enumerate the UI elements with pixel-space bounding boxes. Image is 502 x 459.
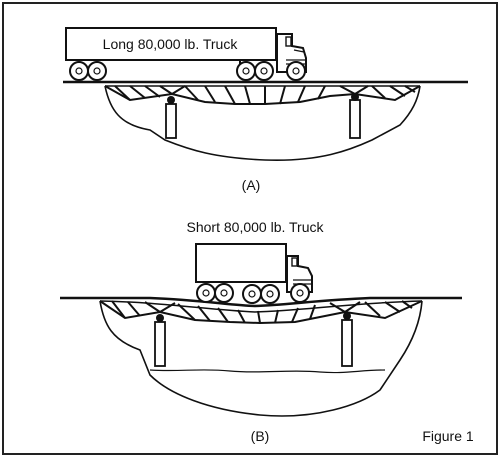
water-line-b [149, 369, 386, 374]
long-truck-a [65, 27, 307, 81]
pier-right-a [349, 99, 361, 139]
pier-right-b [341, 319, 353, 367]
pier-left-b [154, 321, 166, 367]
bridge-truss-b [99, 300, 423, 325]
bridge-truss-a [104, 85, 421, 105]
trailer-a [65, 27, 277, 61]
trailer-b [195, 243, 287, 283]
ravine-a [104, 85, 421, 162]
truck-label-b: Short 80,000 lb. Truck [187, 219, 325, 235]
pier-left-a [165, 103, 177, 139]
figure-caption: Figure 1 [422, 428, 474, 444]
panel-label-a: (A) [242, 177, 261, 193]
truck-label-a: Long 80,000 lb. Truck [103, 36, 239, 52]
ravine-b [99, 300, 423, 417]
panel-a: Long 80,000 lb. Truck (A) [63, 27, 468, 193]
road-deck-b [60, 296, 462, 308]
short-truck-b [195, 243, 313, 304]
panel-b: Short 80,000 lb. Truck [60, 219, 462, 444]
panel-label-b: (B) [251, 428, 270, 444]
